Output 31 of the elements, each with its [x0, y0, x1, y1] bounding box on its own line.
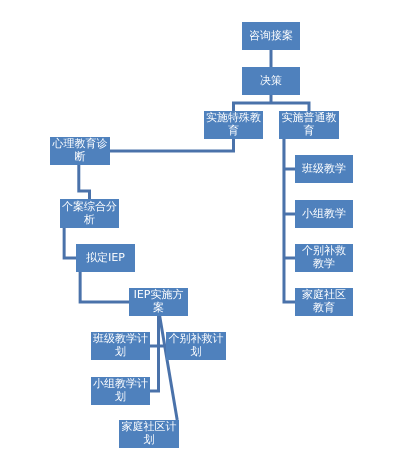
step-label: 小组教学 — [302, 208, 346, 220]
connector-line — [77, 165, 91, 199]
step-label: 家庭社区计划 — [121, 421, 177, 447]
connector-line — [158, 316, 179, 420]
process-box — [242, 67, 300, 95]
connector-line — [62, 228, 76, 260]
process-box — [242, 22, 300, 50]
step-label: 决策 — [260, 74, 282, 88]
process-box — [76, 244, 135, 272]
step-label: 心理教育诊断 — [52, 138, 108, 164]
step-label: IEP实施方案 — [132, 289, 184, 315]
step-label: 拟定IEP — [86, 252, 125, 264]
connector-line — [282, 139, 295, 304]
process-box — [295, 200, 353, 228]
connector-line — [270, 50, 272, 67]
connector-line — [110, 139, 235, 152]
step-label: 小组教学计划 — [93, 378, 148, 404]
process-box — [295, 244, 353, 272]
connector-line — [78, 272, 129, 304]
process-box — [295, 155, 353, 183]
step-label: 班级教学计划 — [93, 333, 148, 359]
step-label: 班级教学 — [302, 162, 346, 176]
step-label: 实施普通教育 — [281, 112, 337, 138]
step-label: 个别补救教学 — [301, 245, 347, 271]
step-label: 实施特殊教育 — [206, 112, 261, 138]
step-label: 个别补救计划 — [168, 333, 224, 359]
step-label: 个案综合分析 — [62, 200, 117, 226]
connector-line — [270, 95, 310, 111]
process-box — [295, 288, 353, 316]
step-label: 家庭社区教育 — [301, 289, 347, 315]
step-label: 咨询接案 — [249, 30, 293, 42]
